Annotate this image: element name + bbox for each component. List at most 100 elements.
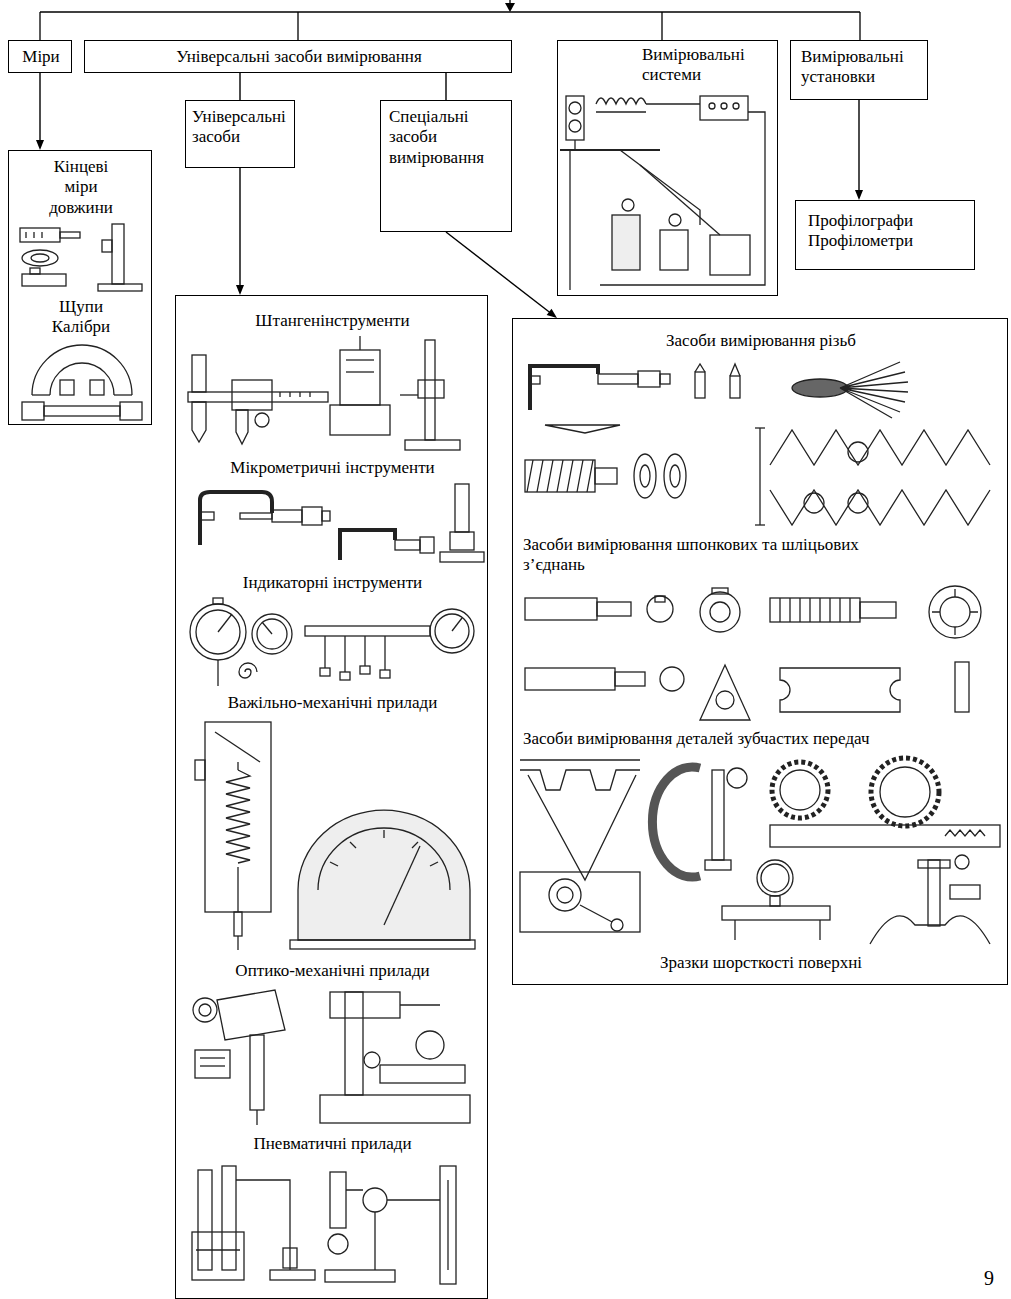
spline-gauge-drawing <box>860 602 896 618</box>
category-box: Засоби вимірювання різьбЗасоби вимірюван… <box>512 318 1008 985</box>
measuring-system-drawing <box>709 103 715 109</box>
category-box: Спеціальні засоби вимірювання <box>380 100 512 232</box>
caliper-drawing <box>346 371 374 372</box>
caliper-drawing <box>330 405 390 435</box>
thread-gauge-drawing <box>525 460 595 492</box>
lever-instrument-drawing <box>234 912 242 936</box>
optical-instrument-drawing <box>330 992 400 1018</box>
page-number: 9 <box>984 1266 994 1290</box>
pneumatic-instrument-drawing <box>328 1234 348 1254</box>
indicator-drawing <box>217 660 218 686</box>
thread-gauge-drawing <box>755 524 765 525</box>
lever-instrument-drawing <box>318 828 450 890</box>
box-text: Засоби вимірювання шпонкових та шліцьови… <box>523 535 913 576</box>
indicator-drawing <box>344 636 345 672</box>
pneumatic-instrument-drawing <box>283 1248 297 1268</box>
gear-gauge-drawing <box>770 825 1000 847</box>
optical-instrument-drawing <box>217 990 285 1040</box>
lever-instrument-drawing <box>298 810 470 940</box>
measuring-system-drawing <box>721 103 727 109</box>
gear-gauge-drawing <box>727 768 747 788</box>
connector-line <box>39 73 40 141</box>
box-text: Універсальні засоби вимірювання <box>85 47 513 67</box>
gear-gauge-drawing <box>928 860 940 926</box>
gauge-block-drawing <box>30 268 40 274</box>
caliper-drawing <box>359 336 360 350</box>
spline-gauge-drawing <box>780 668 900 712</box>
lever-instrument-drawing <box>350 842 356 848</box>
indicator-drawing <box>340 672 350 680</box>
caliper-drawing <box>236 410 248 444</box>
micrometer-drawing <box>340 530 395 560</box>
gauge-block-drawing <box>20 228 60 242</box>
pneumatic-instrument-drawing <box>330 1172 346 1228</box>
measuring-system-drawing <box>569 150 570 290</box>
lever-instrument-drawing <box>430 862 438 866</box>
pneumatic-instrument-drawing <box>270 1270 315 1280</box>
bus-line <box>40 0 860 40</box>
measuring-system-drawing <box>596 98 646 104</box>
spline-gauge-drawing <box>525 668 615 690</box>
category-box: ШтангенінструментиМікрометричні інструме… <box>175 295 488 1299</box>
gear-gauge-drawing <box>918 860 950 868</box>
gauge-block-drawing <box>33 232 34 238</box>
measuring-system-drawing <box>569 102 581 114</box>
lever-instrument-drawing <box>412 842 418 848</box>
caliper-drawing <box>340 350 380 405</box>
lever-instrument-drawing <box>384 846 420 925</box>
indicator-drawing <box>190 604 246 660</box>
gear-gauge-drawing <box>955 855 969 869</box>
micrometer-drawing <box>395 540 420 550</box>
spline-gauge-drawing <box>700 592 740 632</box>
category-box: Вимірювальні системи <box>557 40 778 296</box>
thread-gauge-drawing <box>545 425 620 433</box>
thread-gauge-drawing <box>595 468 617 484</box>
indicator-drawing <box>218 614 232 632</box>
spline-gauge-drawing <box>770 598 860 622</box>
spline-gauge-drawing <box>712 588 728 594</box>
micrometer-drawing <box>200 492 272 545</box>
spline-gauge-drawing <box>615 672 645 686</box>
thread-gauge-drawing <box>527 460 593 492</box>
measuring-system-drawing <box>566 96 584 140</box>
caliper-drawing <box>405 440 460 450</box>
gauge-block-drawing <box>41 232 42 238</box>
indicator-drawing <box>380 670 390 678</box>
gear-gauge-drawing <box>819 920 820 940</box>
gear-gauge-drawing <box>652 767 700 877</box>
gear-gauge-drawing <box>945 830 985 836</box>
thread-gauge-drawing <box>670 465 680 487</box>
gauge-block-drawing <box>22 402 44 420</box>
connector <box>240 73 241 100</box>
gear-gauge-drawing <box>761 864 789 892</box>
micrometer-drawing <box>322 511 330 521</box>
gear-gauge-drawing <box>528 775 636 880</box>
box-text: Універсальні засоби <box>192 107 292 148</box>
indicator-drawing <box>324 636 325 668</box>
caliper-drawing <box>188 392 328 402</box>
gauge-block-drawing <box>112 224 124 284</box>
gear-gauge-drawing <box>772 762 828 818</box>
optical-instrument-drawing <box>193 998 217 1022</box>
spline-gauge-drawing <box>780 598 850 622</box>
measuring-system-drawing <box>733 103 739 109</box>
spline-gauge-drawing <box>700 665 750 720</box>
caliper-drawing <box>418 380 444 398</box>
thread-gauge-drawing <box>634 454 656 498</box>
lever-instrument-drawing <box>237 867 238 912</box>
connector <box>36 73 44 150</box>
caliper-drawing <box>188 336 460 450</box>
optical-instrument-drawing <box>364 1052 380 1068</box>
thread-gauge-drawing <box>840 362 908 418</box>
thread-gauge-drawing <box>530 376 540 384</box>
thread-gauge-drawing <box>640 465 650 487</box>
gauge-block-drawing <box>114 394 132 395</box>
lever-instrument-drawing <box>215 732 260 762</box>
gauge-block-drawing <box>120 402 142 420</box>
spline-gauge-drawing <box>655 596 665 602</box>
optical-instrument-drawing <box>345 992 363 1095</box>
connector-line <box>445 73 446 100</box>
lever-instrument-drawing <box>195 760 205 780</box>
arrow-head <box>855 190 863 200</box>
pneumatic-instrument-drawing <box>447 1180 448 1270</box>
